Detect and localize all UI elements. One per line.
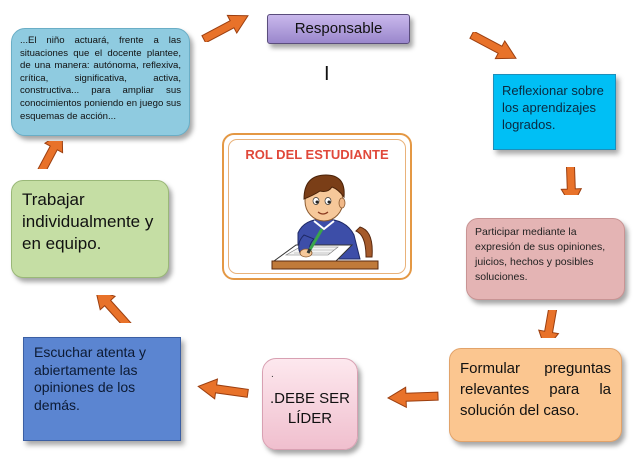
lider-dot: . (271, 369, 274, 380)
responsable-node: Responsable (267, 14, 410, 44)
node-formular: Formular preguntas relevantes para la so… (449, 348, 622, 442)
lider-text: .DEBE SER LÍDER (269, 390, 351, 427)
arrow-icon (386, 386, 439, 409)
arrow-icon (197, 378, 249, 400)
arrow-icon (560, 167, 583, 195)
student-illustration (271, 174, 379, 270)
node-escuchar: Escuchar atenta y abiertamente las opini… (23, 337, 181, 441)
node-reflexionar: Reflexionar sobre los aprendizajes logra… (493, 74, 616, 150)
node-participar: Participar mediante la expresión de sus … (466, 218, 625, 300)
node-trabajar: Trabajar individualmente y en equipo. (11, 180, 169, 278)
central-card: ROL DEL ESTUDIANTE (222, 133, 412, 280)
arrow-icon (538, 310, 560, 338)
arrow-icon (469, 32, 517, 60)
arrow-icon (201, 14, 249, 42)
central-title: ROL DEL ESTUDIANTE (245, 147, 389, 162)
text-cursor-mark: I (324, 64, 330, 84)
node-lider: . .DEBE SER LÍDER (262, 358, 358, 450)
central-card-inner (228, 139, 406, 274)
arrow-icon (94, 295, 133, 323)
node-nino-actuara: ...El niño actuará, frente a las situaci… (11, 28, 190, 136)
arrow-icon (34, 141, 64, 169)
